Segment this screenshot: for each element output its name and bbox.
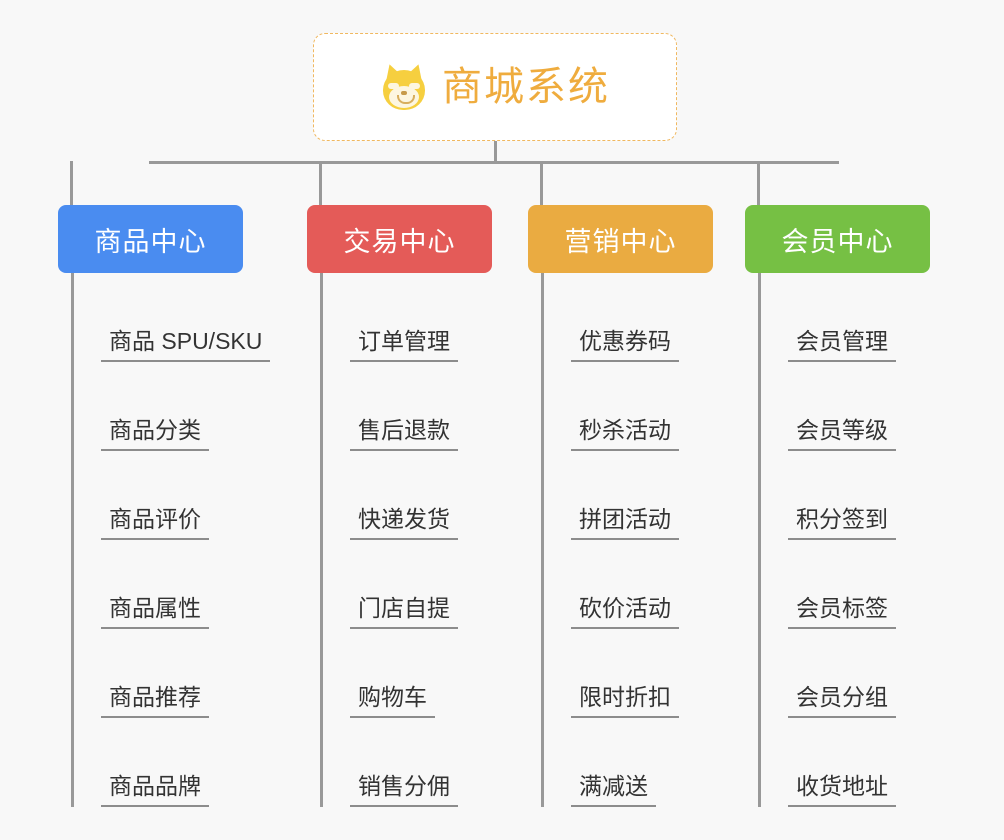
leaf-item-label: 收货地址 (788, 772, 896, 807)
leaf-item[interactable]: 售后退款 (323, 362, 492, 451)
leaf-item-label: 商品品牌 (101, 772, 209, 807)
connector-drop-product-center (70, 161, 73, 205)
leaf-item[interactable]: 商品评价 (74, 451, 270, 540)
leaf-item-label: 限时折扣 (571, 683, 679, 718)
leaf-item[interactable]: 商品推荐 (74, 629, 270, 718)
leaf-item[interactable]: 满减送 (544, 718, 713, 807)
leaf-item-label: 秒杀活动 (571, 416, 679, 451)
branch-header-member-center[interactable]: 会员中心 (745, 205, 930, 273)
leaf-item-label: 销售分佣 (350, 772, 458, 807)
leaf-item-label: 会员等级 (788, 416, 896, 451)
leaf-item-label: 商品分类 (101, 416, 209, 451)
connector-drop-trade-center (319, 161, 322, 205)
leaf-item-label: 商品评价 (101, 505, 209, 540)
branch-product-center: 商品中心商品 SPU/SKU 商品分类商品评价商品属性商品推荐商品品牌 (58, 205, 271, 807)
leaf-item-label: 会员分组 (788, 683, 896, 718)
leaf-item[interactable]: 会员分组 (761, 629, 930, 718)
connector-drop-member-center (757, 161, 760, 205)
leaf-item-label: 售后退款 (350, 416, 458, 451)
branch-marketing-center: 营销中心优惠券码秒杀活动拼团活动砍价活动限时折扣满减送 (528, 205, 713, 807)
branch-header-trade-center[interactable]: 交易中心 (307, 205, 492, 273)
leaf-item-label: 商品推荐 (101, 683, 209, 718)
root-node[interactable]: 商城系统 (313, 33, 677, 141)
leaf-item[interactable]: 砍价活动 (544, 540, 713, 629)
branch-member-center: 会员中心会员管理会员等级积分签到会员标签会员分组收货地址 (745, 205, 930, 807)
leaf-item[interactable]: 会员管理 (761, 273, 930, 362)
leaf-item-label: 商品 SPU/SKU (101, 327, 271, 362)
leaf-item-label: 订单管理 (350, 327, 458, 362)
leaf-item[interactable]: 优惠券码 (544, 273, 713, 362)
leaf-item[interactable]: 收货地址 (761, 718, 930, 807)
connector-drop-marketing-center (540, 161, 543, 205)
leaf-item[interactable]: 门店自提 (323, 540, 492, 629)
shiba-dog-icon (380, 61, 428, 112)
branch-header-marketing-center[interactable]: 营销中心 (528, 205, 713, 273)
connector-root-stem (494, 141, 497, 164)
leaf-item[interactable]: 积分签到 (761, 451, 930, 540)
branch-header-product-center[interactable]: 商品中心 (58, 205, 243, 273)
leaf-item[interactable]: 商品品牌 (74, 718, 270, 807)
leaf-item[interactable]: 秒杀活动 (544, 362, 713, 451)
leaf-item[interactable]: 商品属性 (74, 540, 270, 629)
branch-items-trade-center: 订单管理售后退款快递发货门店自提购物车销售分佣 (320, 273, 492, 807)
leaf-item[interactable]: 限时折扣 (544, 629, 713, 718)
leaf-item[interactable]: 销售分佣 (323, 718, 492, 807)
leaf-item[interactable]: 商品分类 (74, 362, 270, 451)
connector-horizontal-bus (149, 161, 839, 164)
leaf-item[interactable]: 商品 SPU/SKU (74, 273, 271, 362)
leaf-item-label: 商品属性 (101, 594, 209, 629)
leaf-item[interactable]: 拼团活动 (544, 451, 713, 540)
leaf-item[interactable]: 购物车 (323, 629, 492, 718)
root-title: 商城系统 (442, 65, 610, 109)
leaf-item-label: 会员标签 (788, 594, 896, 629)
leaf-item[interactable]: 会员等级 (761, 362, 930, 451)
leaf-item[interactable]: 会员标签 (761, 540, 930, 629)
leaf-item-label: 门店自提 (350, 594, 458, 629)
branch-items-member-center: 会员管理会员等级积分签到会员标签会员分组收货地址 (758, 273, 930, 807)
leaf-item[interactable]: 订单管理 (323, 273, 492, 362)
branch-trade-center: 交易中心订单管理售后退款快递发货门店自提购物车销售分佣 (307, 205, 492, 807)
leaf-item[interactable]: 快递发货 (323, 451, 492, 540)
leaf-item-label: 会员管理 (788, 327, 896, 362)
leaf-item-label: 积分签到 (788, 505, 896, 540)
branch-items-marketing-center: 优惠券码秒杀活动拼团活动砍价活动限时折扣满减送 (541, 273, 713, 807)
leaf-item-label: 拼团活动 (571, 505, 679, 540)
leaf-item-label: 快递发货 (350, 505, 458, 540)
leaf-item-label: 优惠券码 (571, 327, 679, 362)
leaf-item-label: 砍价活动 (571, 594, 679, 629)
leaf-item-label: 购物车 (350, 683, 435, 718)
leaf-item-label: 满减送 (571, 772, 656, 807)
branch-items-product-center: 商品 SPU/SKU 商品分类商品评价商品属性商品推荐商品品牌 (71, 273, 271, 807)
